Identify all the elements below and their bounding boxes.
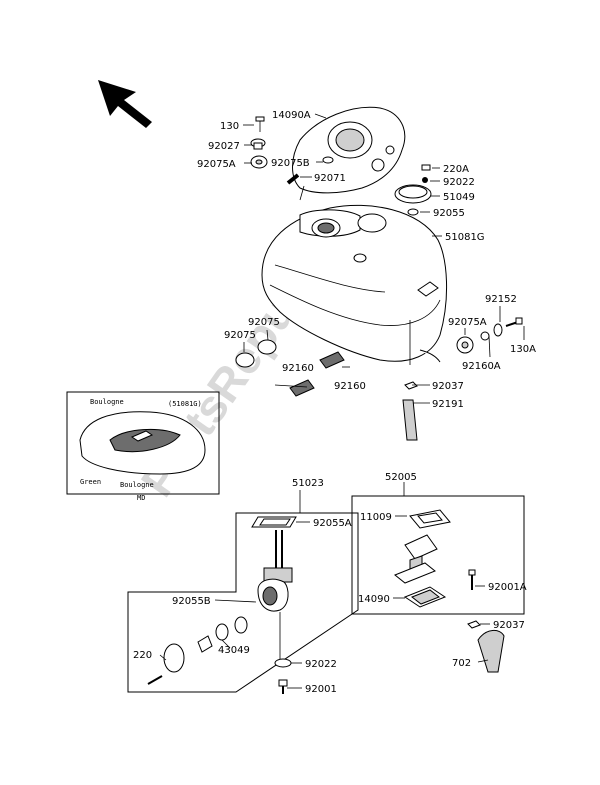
label-92075A-right: 92075A xyxy=(448,317,487,328)
label-11009: 11009 xyxy=(360,512,392,523)
gasket-92055A xyxy=(251,516,297,528)
label-92055A: 92055A xyxy=(313,518,352,529)
color-inset-box xyxy=(66,391,220,495)
label-43049: 43049 xyxy=(218,645,250,656)
clamp-92037-bottom xyxy=(467,620,481,629)
damper-92075A-top xyxy=(250,155,268,169)
damper-92075A-right xyxy=(456,336,474,354)
label-92160A: 92160A xyxy=(462,361,501,372)
label-92160-lower: 92160 xyxy=(334,381,366,392)
label-220: 220 xyxy=(133,650,152,661)
label-92160-upper: 92160 xyxy=(282,363,314,374)
cap-92055 xyxy=(407,208,419,216)
bolt-130A xyxy=(505,317,523,327)
seal-92055B xyxy=(215,623,229,641)
label-92001A: 92001A xyxy=(488,582,527,593)
bolt-92001 xyxy=(278,679,288,694)
pad-92160-lower xyxy=(289,379,315,397)
label-92075-upper: 92075 xyxy=(248,317,280,328)
pump-body xyxy=(394,534,438,584)
washer-92022-bottom xyxy=(274,658,292,668)
label-92022-bottom: 92022 xyxy=(305,659,337,670)
label-51049: 51049 xyxy=(443,192,475,203)
lever-spring xyxy=(197,635,213,653)
clamp-92037-top xyxy=(404,381,418,390)
label-92022-top: 92022 xyxy=(443,177,475,188)
hose-92191 xyxy=(402,399,418,441)
hose-702 xyxy=(477,630,505,673)
label-130: 130 xyxy=(220,121,239,132)
leader-lines xyxy=(159,113,525,689)
fuel-cock-box xyxy=(127,490,359,693)
screw-220 xyxy=(147,675,163,685)
inset-title: (51081G) xyxy=(168,400,202,408)
grommet-92022-top xyxy=(422,177,428,183)
label-92152: 92152 xyxy=(485,294,517,305)
label-92055: 92055 xyxy=(433,208,465,219)
washer-92027 xyxy=(250,138,266,150)
washer-92160A xyxy=(480,331,490,341)
fuel-tank-51081G xyxy=(261,204,447,365)
label-92191: 92191 xyxy=(432,399,464,410)
label-702: 702 xyxy=(452,658,471,669)
label-92001: 92001 xyxy=(305,684,337,695)
label-92075A-top: 92075A xyxy=(197,159,236,170)
inset-label-top: Boulogne xyxy=(90,398,124,406)
damper-92075-left xyxy=(235,339,277,368)
cover-14090 xyxy=(403,586,447,608)
label-92075B: 92075B xyxy=(271,158,310,169)
bolt-92001A xyxy=(468,569,476,590)
inset-label-code: MD xyxy=(137,494,145,502)
label-92037-top: 92037 xyxy=(432,381,464,392)
callout-labels: 130 14090A 92027 92075A 92075B 92071 220… xyxy=(133,110,536,695)
label-130A: 130A xyxy=(510,344,536,355)
lever-plate xyxy=(163,643,185,673)
meter-cover-assembly xyxy=(292,106,406,201)
front-direction-arrow-icon xyxy=(98,80,152,128)
stud-92071 xyxy=(286,173,300,185)
gasket-11009 xyxy=(409,509,451,529)
label-92027: 92027 xyxy=(208,141,240,152)
label-92071: 92071 xyxy=(314,173,346,184)
label-220A: 220A xyxy=(443,164,469,175)
label-14090A: 14090A xyxy=(272,110,311,121)
washer-92152 xyxy=(493,323,503,337)
label-52005: 52005 xyxy=(385,472,417,483)
label-92055B: 92055B xyxy=(172,596,211,607)
bushing-92075B xyxy=(322,156,334,164)
clip-220A xyxy=(421,164,431,171)
inset-label-bottom: Boulogne xyxy=(120,481,154,489)
label-14090: 14090 xyxy=(358,594,390,605)
label-51081G: 51081G xyxy=(445,232,485,243)
fuel-pump-box xyxy=(351,482,525,615)
o-ring-43049 xyxy=(234,616,248,634)
label-92075-lower: 92075 xyxy=(224,330,256,341)
pad-92160-upper xyxy=(319,351,345,369)
gasket-51049 xyxy=(394,184,432,204)
inset-label-left: Green xyxy=(80,478,101,486)
fuel-cock-body xyxy=(257,530,293,660)
label-92037-bottom: 92037 xyxy=(493,620,525,631)
label-51023: 51023 xyxy=(292,478,324,489)
bolt-130 xyxy=(255,116,265,132)
